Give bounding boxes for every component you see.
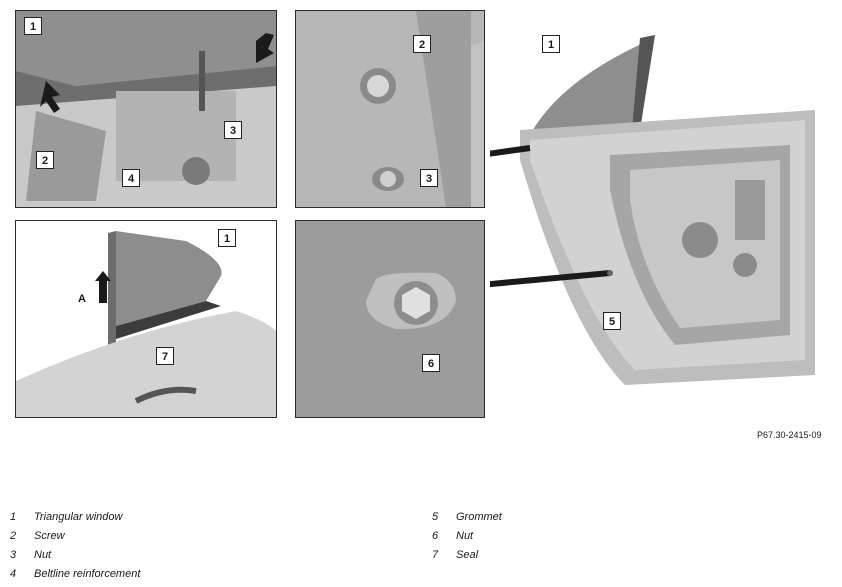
top-left-illustration	[16, 11, 276, 207]
legend-text: Seal	[456, 549, 479, 561]
callout-1: 1	[218, 229, 236, 247]
callout-3: 3	[224, 121, 242, 139]
legend-number: 1	[10, 511, 17, 523]
triangular-window-shape	[116, 231, 222, 326]
bottom-left-illustration	[16, 221, 276, 417]
legend-text: Beltline reinforcement	[34, 568, 141, 580]
legend-item-2: 2 Screw	[10, 530, 65, 542]
callout-3: 3	[420, 169, 438, 187]
arrow-icon	[256, 33, 274, 63]
nut-shape	[402, 287, 430, 319]
panel-top-left: 1 2 3 4	[15, 10, 277, 208]
figure-code: P67.30-2415-09	[757, 430, 822, 440]
callout-7: 7	[156, 347, 174, 365]
nut-shape	[380, 171, 396, 187]
legend-number: 5	[432, 511, 439, 523]
seal-shape	[116, 301, 221, 339]
legend-number: 6	[432, 530, 439, 542]
legend-item-1: 1 Triangular window	[10, 511, 122, 523]
callout-6: 6	[422, 354, 440, 372]
legend-text: Nut	[456, 530, 474, 542]
up-arrow-icon	[95, 271, 111, 303]
arrow-label-a: A	[78, 293, 86, 305]
legend-item-3: 3 Nut	[10, 549, 51, 561]
panel-middle-bottom: 6	[295, 220, 485, 418]
door-illustration: 1 5	[479, 30, 835, 395]
panel-bottom-left: 1 7 A	[15, 220, 277, 418]
triangular-window-shape	[16, 11, 276, 86]
legend-item-4: 4 Beltline reinforcement	[10, 568, 140, 580]
callout-2: 2	[413, 35, 431, 53]
middle-bottom-illustration	[296, 221, 484, 417]
legend-number: 4	[10, 568, 17, 580]
legend-item-5: 5 Grommet	[432, 511, 502, 523]
middle-top-illustration	[296, 11, 484, 207]
arrow-icon	[40, 81, 60, 113]
legend-text: Nut	[34, 549, 52, 561]
beltline-reinforcement-shape	[116, 91, 236, 181]
door-svg	[479, 35, 815, 385]
panel-middle-top: 2 3	[295, 10, 485, 208]
callout-1: 1	[24, 17, 42, 35]
callout-5: 5	[603, 312, 621, 330]
legend-number: 2	[10, 530, 17, 542]
callout-4: 4	[122, 169, 140, 187]
legend-item-7: 7 Seal	[432, 549, 478, 561]
legend-number: 7	[432, 549, 439, 561]
legend-item-6: 6 Nut	[432, 530, 473, 542]
callout-1: 1	[542, 35, 560, 53]
screw-shape	[367, 75, 389, 97]
legend-text: Screw	[34, 530, 65, 542]
callout-2: 2	[36, 151, 54, 169]
grommet-point	[607, 270, 613, 276]
legend-text: Grommet	[456, 511, 502, 523]
legend-number: 3	[10, 549, 17, 561]
triangular-window-shape	[530, 35, 655, 135]
legend-text: Triangular window	[34, 511, 123, 523]
